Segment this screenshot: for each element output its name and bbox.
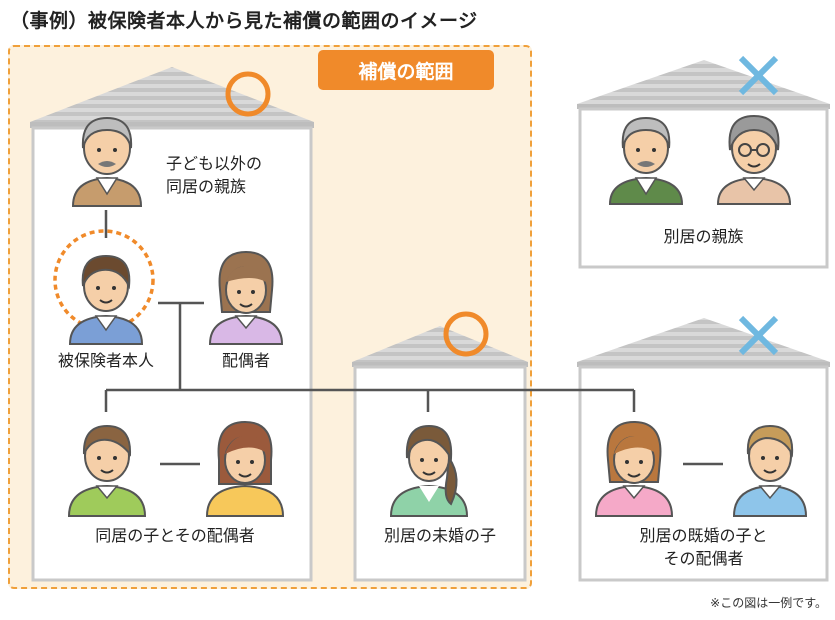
family-connection-lines [104,210,723,466]
page-title: （事例）被保険者本人から見た補償の範囲のイメージ [10,10,478,32]
label-child-living-together: 同居の子とその配偶者 [95,526,255,545]
not-covered-cross-icon [738,55,779,96]
not-covered-cross-icon [738,315,779,356]
footnote: ※この図は一例です。 [710,596,827,610]
covered-circle-icon [443,311,489,357]
label-spouse: 配偶者 [221,351,270,370]
covered-circle-icon [225,71,271,117]
label-insured: 被保険者本人 [57,351,154,370]
label-married-child-apart: 別居の既婚の子と その配偶者 [639,526,768,569]
unmarried-child-avatar [389,424,469,517]
married-child-avatar [594,420,674,517]
relatives-apart-house [577,60,830,269]
relative-apart-grandfather-avatar [608,116,684,205]
relative-apart-grandmother-avatar [716,114,792,205]
label-unmarried-child-apart: 別居の未婚の子 [383,526,496,545]
son-avatar [67,424,147,517]
son-in-law-avatar [732,424,808,517]
insured-avatar [68,254,144,345]
unmarried-child-house [352,326,528,582]
grandfather-avatar [71,116,143,207]
label-relatives-apart: 別居の親族 [663,227,744,246]
daughter-in-law-avatar [205,420,285,517]
label-relatives-living-together: 子ども以外の 同居の親族 [166,154,263,197]
coverage-badge: 補償の範囲 [318,50,494,90]
spouse-avatar [208,250,284,345]
